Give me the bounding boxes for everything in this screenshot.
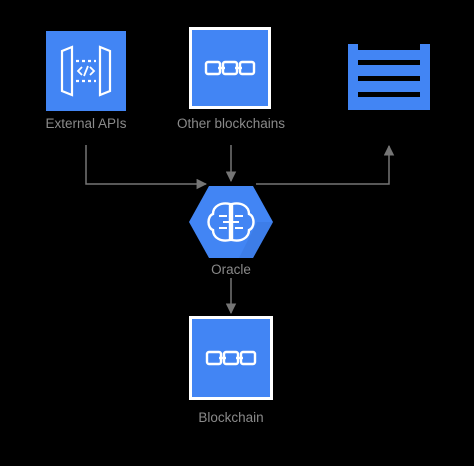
data-store-node[interactable] [348, 44, 430, 110]
blockchain-node[interactable] [189, 316, 273, 400]
oracle-node[interactable] [187, 184, 275, 260]
ai-brain-hexagon-icon [207, 202, 255, 242]
connector-oracle-to-data-store [256, 144, 395, 185]
oracle-label: Oracle [211, 262, 251, 277]
other-blockchains-label: Other blockchains [176, 116, 286, 131]
connector-external-apis-to-oracle [85, 145, 208, 190]
chain-link-icon [204, 60, 256, 76]
list-storage-icon [348, 44, 430, 110]
chain-link-icon [205, 350, 257, 366]
other-blockchains-node[interactable] [189, 27, 271, 109]
api-gateway-icon [60, 45, 112, 97]
blockchain-label: Blockchain [198, 410, 264, 425]
external-apis-label: External APIs [45, 116, 127, 131]
external-apis-node[interactable] [46, 31, 126, 111]
